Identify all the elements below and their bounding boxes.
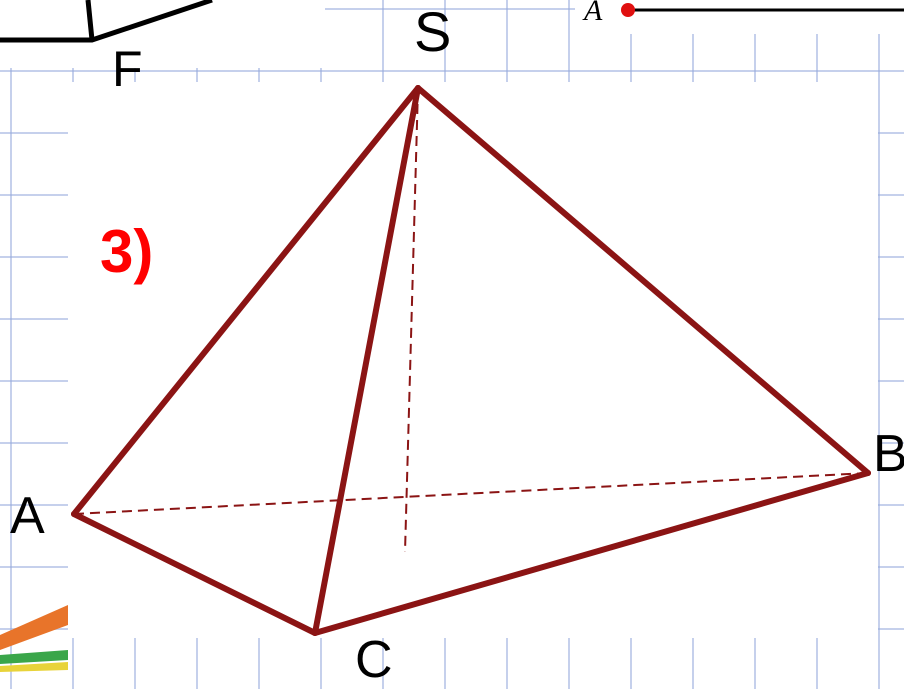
vertex-label-b: B	[873, 425, 904, 483]
edge-sb	[415, 85, 871, 476]
pencil-orange	[0, 605, 68, 650]
fragment-label-a: A	[584, 0, 603, 27]
edge-sc	[312, 85, 421, 636]
edge-sa	[71, 85, 421, 517]
figure-number-label: 3)	[100, 218, 154, 285]
fragment-shape-top-left	[0, 0, 213, 43]
vertex-label-s: S	[414, 0, 452, 63]
top-left-fragment-panel	[0, 0, 325, 68]
edge-ac	[71, 511, 318, 636]
visible-edges	[71, 85, 871, 636]
hidden-edge-ab	[73, 472, 869, 515]
pencil-yellow	[0, 662, 68, 672]
vertex-label-c: C	[355, 631, 393, 689]
height-dashed	[404, 87, 419, 553]
main-figure-panel	[68, 82, 878, 638]
fragment-edge-top-left	[85, 0, 95, 41]
point-a-marker	[621, 3, 635, 17]
vertex-label-f: F	[112, 41, 143, 97]
pencil-green	[0, 650, 68, 664]
vertex-label-a: A	[10, 487, 45, 545]
edge-cb	[312, 470, 871, 636]
